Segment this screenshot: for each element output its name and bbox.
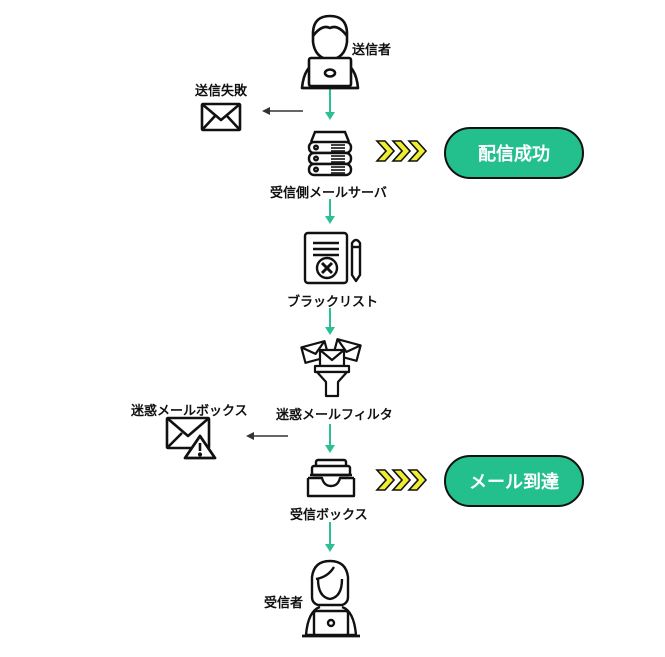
recipient-label: 受信者 [264, 596, 304, 611]
woman-with-laptop-icon [302, 559, 360, 638]
side-arrowhead [246, 432, 254, 440]
mail-arrival-label: メール到達 [469, 472, 559, 493]
delivery-success-label: 配信成功 [478, 144, 550, 165]
receiving-server-label: 受信側メールサーバ [270, 186, 387, 201]
blacklist-label: ブラックリスト [287, 295, 379, 310]
spam-box-label: 迷惑メールボックス [131, 404, 248, 419]
mail-arrival-badge: メール到達 [444, 455, 584, 507]
person-with-laptop-icon [300, 14, 360, 90]
blacklist-document-icon [303, 231, 362, 285]
side-arrowhead [262, 107, 270, 115]
flow-arrowhead [325, 327, 335, 335]
flow-arrowhead [325, 445, 335, 453]
chevron-arrows-icon [375, 140, 428, 162]
inbox-label: 受信ボックス [290, 508, 368, 523]
server-icon [307, 130, 353, 177]
send-failure-label: 送信失敗 [195, 84, 248, 99]
envelope-warning-icon [165, 416, 217, 460]
flow-arrowhead [325, 216, 335, 224]
delivery-success-badge: 配信成功 [444, 127, 584, 179]
chevron-arrows-icon [375, 469, 428, 491]
inbox-tray-icon [306, 458, 356, 498]
funnel-envelopes-icon [300, 338, 362, 398]
flow-arrowhead [325, 112, 335, 120]
envelope-icon [200, 102, 242, 132]
spam-filter-label: 迷惑メールフィルタ [276, 408, 393, 423]
sender-label: 送信者 [352, 43, 392, 58]
flow-arrowhead [325, 544, 335, 552]
